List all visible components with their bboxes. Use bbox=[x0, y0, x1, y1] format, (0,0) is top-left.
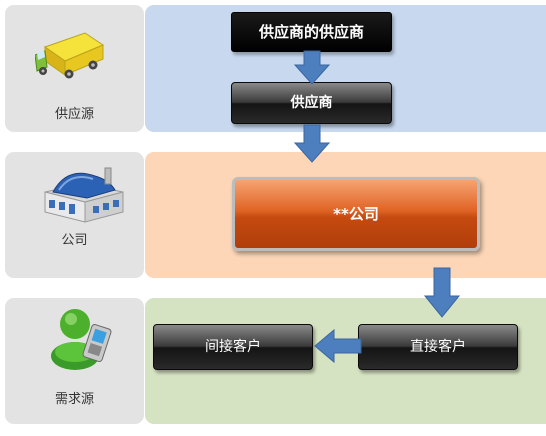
supply-source-label: 供应源 bbox=[54, 107, 94, 122]
company-label: 公司 bbox=[61, 233, 88, 248]
suppliers-supplier-box: 供应商的供应商 bbox=[231, 12, 392, 52]
arrow-down-supplier bbox=[293, 50, 331, 85]
indirect-customer-box: 间接客户 bbox=[153, 324, 313, 370]
arrow-down-company bbox=[293, 124, 331, 163]
supply-source-panel: 供应源 bbox=[5, 5, 144, 132]
factory-building-icon bbox=[44, 167, 124, 223]
delivery-truck-icon bbox=[35, 32, 105, 79]
arrow-down-direct-customer bbox=[423, 267, 461, 318]
supplier-box: 供应商 bbox=[231, 82, 392, 124]
company-panel: 公司 bbox=[5, 152, 144, 278]
direct-customer-box: 直接客户 bbox=[358, 324, 518, 370]
demand-source-label: 需求源 bbox=[54, 392, 94, 407]
arrow-left-indirect-customer bbox=[314, 328, 362, 364]
demand-source-panel: 需求源 bbox=[5, 298, 144, 424]
company-box: **公司 bbox=[232, 177, 480, 251]
user-phone-icon bbox=[51, 309, 112, 370]
